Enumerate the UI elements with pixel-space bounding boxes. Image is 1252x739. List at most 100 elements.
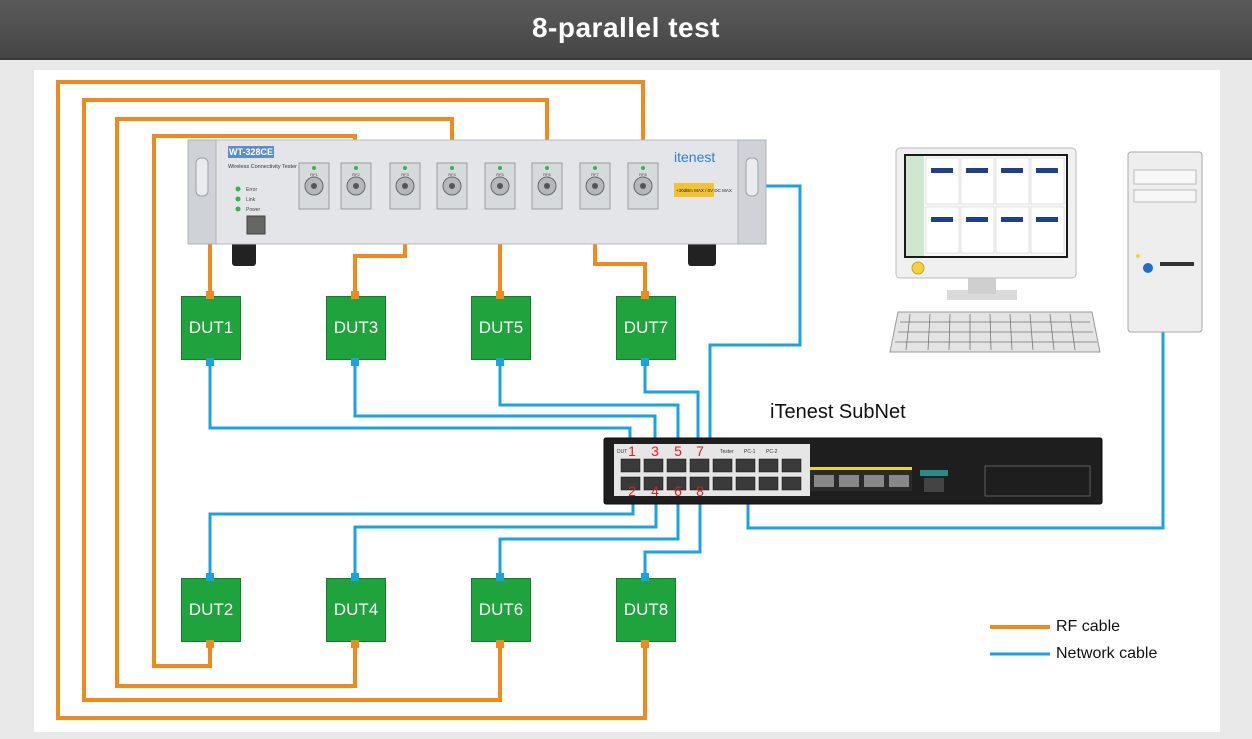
dut-2: DUT2 [181, 578, 241, 642]
rf-port-2: RF2 [340, 162, 372, 210]
dut-3: DUT3 [326, 296, 386, 360]
dut-4-label: DUT4 [333, 600, 379, 619]
port-number-4: 4 [651, 483, 659, 499]
tester-warning: +30dBm MAX / 0V DC MAX [676, 188, 732, 193]
net-cable-dut3 [353, 365, 657, 455]
monitor-base [947, 290, 1017, 300]
rf-port-5: RF5 [484, 162, 516, 210]
dut-7: DUT7 [616, 296, 676, 360]
led-label-link: Link [246, 197, 256, 203]
port-number-8: 8 [696, 483, 704, 499]
svg-text:RF5: RF5 [496, 172, 504, 177]
rf-cable-dut8 [56, 80, 647, 720]
net-cable-dut8 [643, 495, 702, 576]
pc-drive-bay-2 [1133, 189, 1197, 203]
dut-3-label: DUT3 [333, 318, 379, 337]
switch-group-tester: Tester [720, 449, 734, 455]
led-label-error: Error [246, 187, 257, 193]
keyboard [889, 311, 1101, 353]
monitor [895, 147, 1077, 300]
rf-port-1: RF1 [298, 162, 330, 210]
rf-port-3: RF3 [389, 162, 421, 210]
dut-4: DUT4 [326, 578, 386, 642]
net-cable-dut2 [208, 495, 635, 576]
status-led-panel [984, 465, 1091, 497]
port-number-2: 2 [628, 483, 636, 499]
console-label [920, 470, 948, 476]
network-switch: DUT Tester PC-1 PC-2 1 3 5 7 2 4 6 8 [603, 437, 1103, 505]
legend-net-label: Network cable [1056, 645, 1158, 662]
svg-text:RF2: RF2 [352, 172, 360, 177]
sfp-stripe [810, 467, 912, 470]
keyboard-keys [895, 313, 1097, 351]
port-number-7: 7 [696, 443, 704, 459]
legend-rf-label: RF cable [1056, 618, 1121, 635]
switch-group-pc1: PC-1 [744, 449, 756, 455]
switch-port-numbers: 1 3 5 7 2 4 6 8 [628, 443, 704, 499]
tester-power-button [246, 215, 266, 235]
port-number-6: 6 [674, 483, 682, 499]
dut-7-label: DUT7 [623, 318, 669, 337]
tester-foot-left [232, 238, 256, 266]
tester-handle-left [195, 157, 209, 197]
dut-8: DUT8 [616, 578, 676, 642]
tester-model-text: WT-328CE [229, 147, 273, 157]
dut-1: DUT1 [181, 296, 241, 360]
pc-drive-bay-1 [1133, 169, 1197, 185]
rf-cable-dut4 [115, 117, 454, 688]
console-port [924, 478, 944, 492]
led-error [235, 186, 241, 192]
dut-1-label: DUT1 [188, 318, 234, 337]
svg-text:RF4: RF4 [448, 172, 456, 177]
net-cable-pc [746, 332, 1165, 530]
net-cable-dut1 [208, 365, 632, 455]
dut-6: DUT6 [471, 578, 531, 642]
pc-led [1136, 254, 1140, 258]
page-title: 8-parallel test [531, 12, 721, 43]
dut-8-label: DUT8 [623, 600, 669, 619]
tester-subtitle: Wireless Connectivity Tester [228, 164, 297, 170]
port-number-5: 5 [674, 443, 682, 459]
svg-text:RF6: RF6 [543, 172, 551, 177]
tester-foot-right [688, 238, 716, 266]
svg-text:RF1: RF1 [310, 172, 318, 177]
net-cable-dut4 [353, 495, 658, 576]
screen-grid [925, 157, 1065, 254]
net-cable-dut6 [498, 495, 680, 576]
switch-port-panel [614, 444, 810, 496]
led-link [235, 196, 241, 202]
screen-headers [931, 168, 1058, 222]
tester-warning-plate [674, 183, 714, 197]
header-bar: 8-parallel test [0, 0, 1252, 60]
rf-port-4: RF4 [436, 162, 468, 210]
dut-2-label: DUT2 [188, 600, 234, 619]
tester-unit: WT-328CE Wireless Connectivity Tester it… [187, 139, 767, 266]
rf-ports: RF1 RF2 RF3 RF4 RF5 RF6 RF7 RF8 [298, 162, 659, 210]
dut-5: DUT5 [471, 296, 531, 360]
port-number-1: 1 [628, 443, 636, 459]
ethernet-ports [620, 458, 802, 491]
led-power [235, 206, 241, 212]
svg-text:RF8: RF8 [639, 172, 647, 177]
tester-model-plate [228, 146, 274, 158]
switch-group-pc2: PC-2 [766, 449, 778, 455]
led-label-power: Power [246, 207, 261, 213]
net-cable-dut7 [643, 365, 700, 455]
rf-cable-dut6 [82, 98, 549, 702]
dut-5-label: DUT5 [478, 318, 524, 337]
pc-power-icon [1143, 263, 1153, 273]
svg-text:RF3: RF3 [401, 172, 409, 177]
sfp-ports [814, 475, 909, 487]
rf-port-8: RF8 [627, 162, 659, 210]
net-cable-dut5 [498, 365, 680, 455]
dut-6-label: DUT6 [478, 600, 524, 619]
switch-group-dut: DUT [617, 449, 627, 455]
subnet-label: iTenest SubNet [770, 401, 906, 423]
rf-port-7: RF7 [579, 162, 611, 210]
rf-port-6: RF6 [531, 162, 563, 210]
screen-sidebar [906, 156, 924, 256]
pc-tower [1127, 151, 1203, 333]
pc-floppy-slot [1160, 262, 1194, 266]
svg-text:RF7: RF7 [591, 172, 599, 177]
